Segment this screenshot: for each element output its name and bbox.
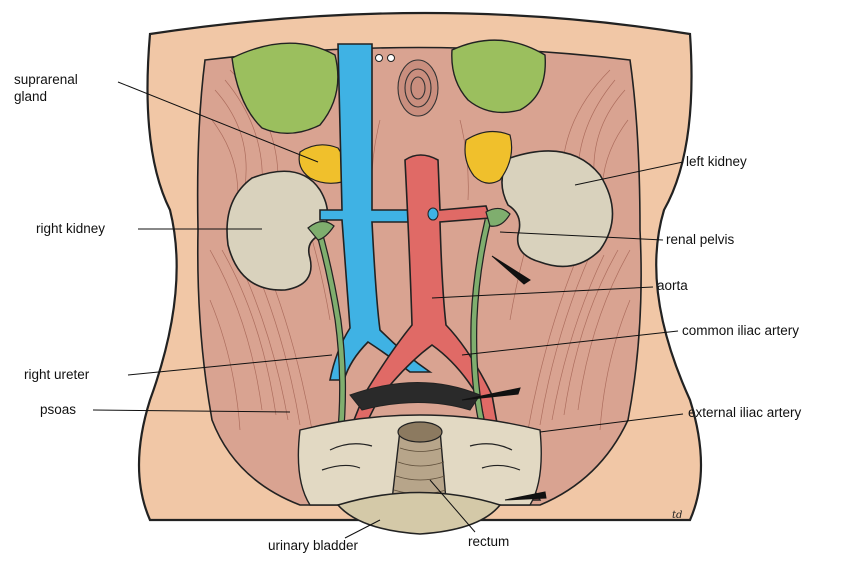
urinary-bladder bbox=[338, 493, 500, 535]
label-urinary-bladder: urinary bladder bbox=[268, 538, 358, 554]
ivc-opening-1 bbox=[376, 55, 383, 62]
label-rectum: rectum bbox=[468, 534, 509, 550]
label-aorta: aorta bbox=[657, 278, 688, 294]
label-suprarenal-gland-line1: suprarenal bbox=[14, 72, 78, 88]
left-renal-vein-cut bbox=[428, 208, 438, 220]
label-left-kidney: left kidney bbox=[686, 154, 747, 170]
rectum-opening bbox=[398, 422, 442, 442]
label-psoas: psoas bbox=[40, 402, 76, 418]
label-right-ureter: right ureter bbox=[24, 367, 89, 383]
label-suprarenal-gland-line2: gland bbox=[14, 89, 47, 105]
label-common-iliac-artery: common iliac artery bbox=[682, 323, 799, 339]
ivc-opening-2 bbox=[388, 55, 395, 62]
oesophageal-hiatus bbox=[398, 60, 438, 116]
label-renal-pelvis: renal pelvis bbox=[666, 232, 734, 248]
label-external-iliac-artery: external iliac artery bbox=[688, 405, 801, 421]
artist-signature: td bbox=[672, 510, 682, 521]
label-right-kidney: right kidney bbox=[36, 221, 105, 237]
